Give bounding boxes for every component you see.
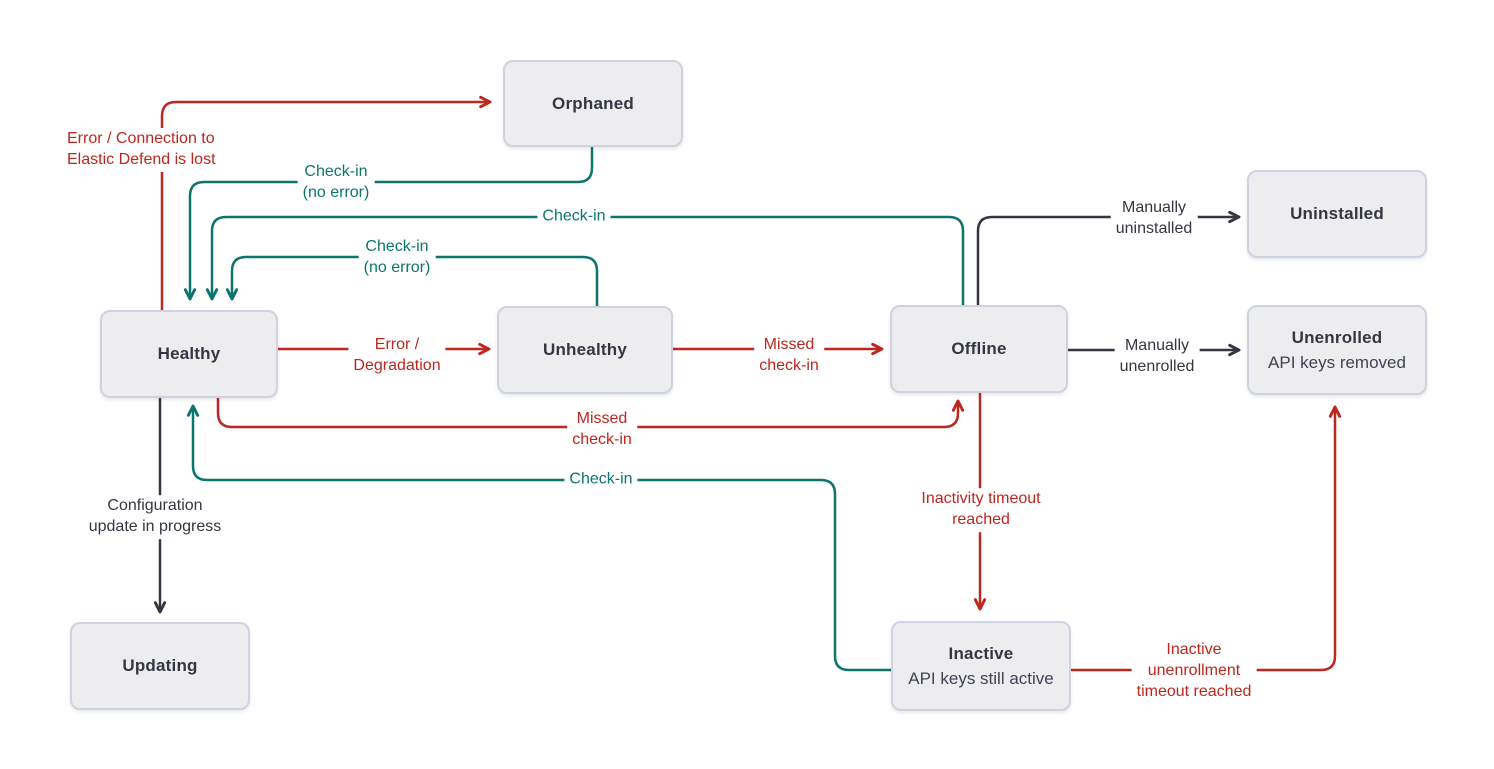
node-unenrolled: Unenrolled API keys removed: [1247, 305, 1427, 395]
node-healthy: Healthy: [100, 310, 278, 398]
edge-label-healthy-to-updating: Configuration update in progress: [83, 495, 227, 539]
edge-orphaned-to-healthy: [183, 145, 594, 301]
edge-label-orphaned-to-healthy: Check-in (no error): [297, 161, 375, 205]
edge-label-healthy-to-orphaned: Error / Connection to Elastic Defend is …: [65, 128, 218, 172]
node-healthy-label: Healthy: [157, 344, 221, 363]
node-updating-label: Updating: [122, 656, 198, 675]
edge-label-healthy-to-offline: Missed check-in: [567, 408, 637, 452]
edge-label-inactive-to-unenrolled: Inactive unenrollment timeout reached: [1131, 638, 1257, 704]
node-updating: Updating: [70, 622, 250, 710]
edge-label-offline-to-inactive: Inactivity timeout reached: [916, 488, 1046, 532]
edge-label-offline-to-healthy: Check-in: [537, 205, 611, 229]
node-unenrolled-label: Unenrolled: [1291, 327, 1383, 347]
node-inactive-sublabel: API keys still active: [908, 668, 1054, 688]
node-orphaned-label: Orphaned: [552, 93, 634, 113]
node-offline-label: Offline: [951, 339, 1007, 358]
edge-inactive-to-healthy: [186, 404, 893, 672]
edge-label-offline-to-unenrolled: Manually unenrolled: [1114, 335, 1200, 379]
edge-label-unhealthy-to-offline: Missed check-in: [754, 334, 824, 378]
node-uninstalled: Uninstalled: [1247, 170, 1427, 258]
node-unhealthy-label: Unhealthy: [543, 340, 627, 359]
edge-inactive-to-unenrolled: [1068, 405, 1342, 672]
edge-healthy-to-orphaned: [160, 95, 492, 312]
edge-label-healthy-to-unhealthy: Error / Degradation: [348, 334, 446, 378]
node-unenrolled-sublabel: API keys removed: [1268, 352, 1406, 372]
node-uninstalled-label: Uninstalled: [1290, 204, 1384, 223]
edge-offline-to-healthy: [205, 215, 965, 307]
edge-label-inactive-to-healthy: Check-in: [564, 468, 638, 492]
edge-label-offline-to-uninstalled: Manually uninstalled: [1110, 197, 1198, 241]
node-orphaned: Orphaned: [503, 60, 683, 147]
node-inactive-label: Inactive: [948, 643, 1014, 663]
edge-label-unhealthy-to-healthy: Check-in (no error): [358, 236, 436, 280]
node-inactive: Inactive API keys still active: [891, 621, 1071, 711]
node-offline: Offline: [890, 305, 1068, 393]
edge-offline-to-uninstalled: [976, 210, 1241, 307]
node-unhealthy: Unhealthy: [497, 306, 673, 394]
